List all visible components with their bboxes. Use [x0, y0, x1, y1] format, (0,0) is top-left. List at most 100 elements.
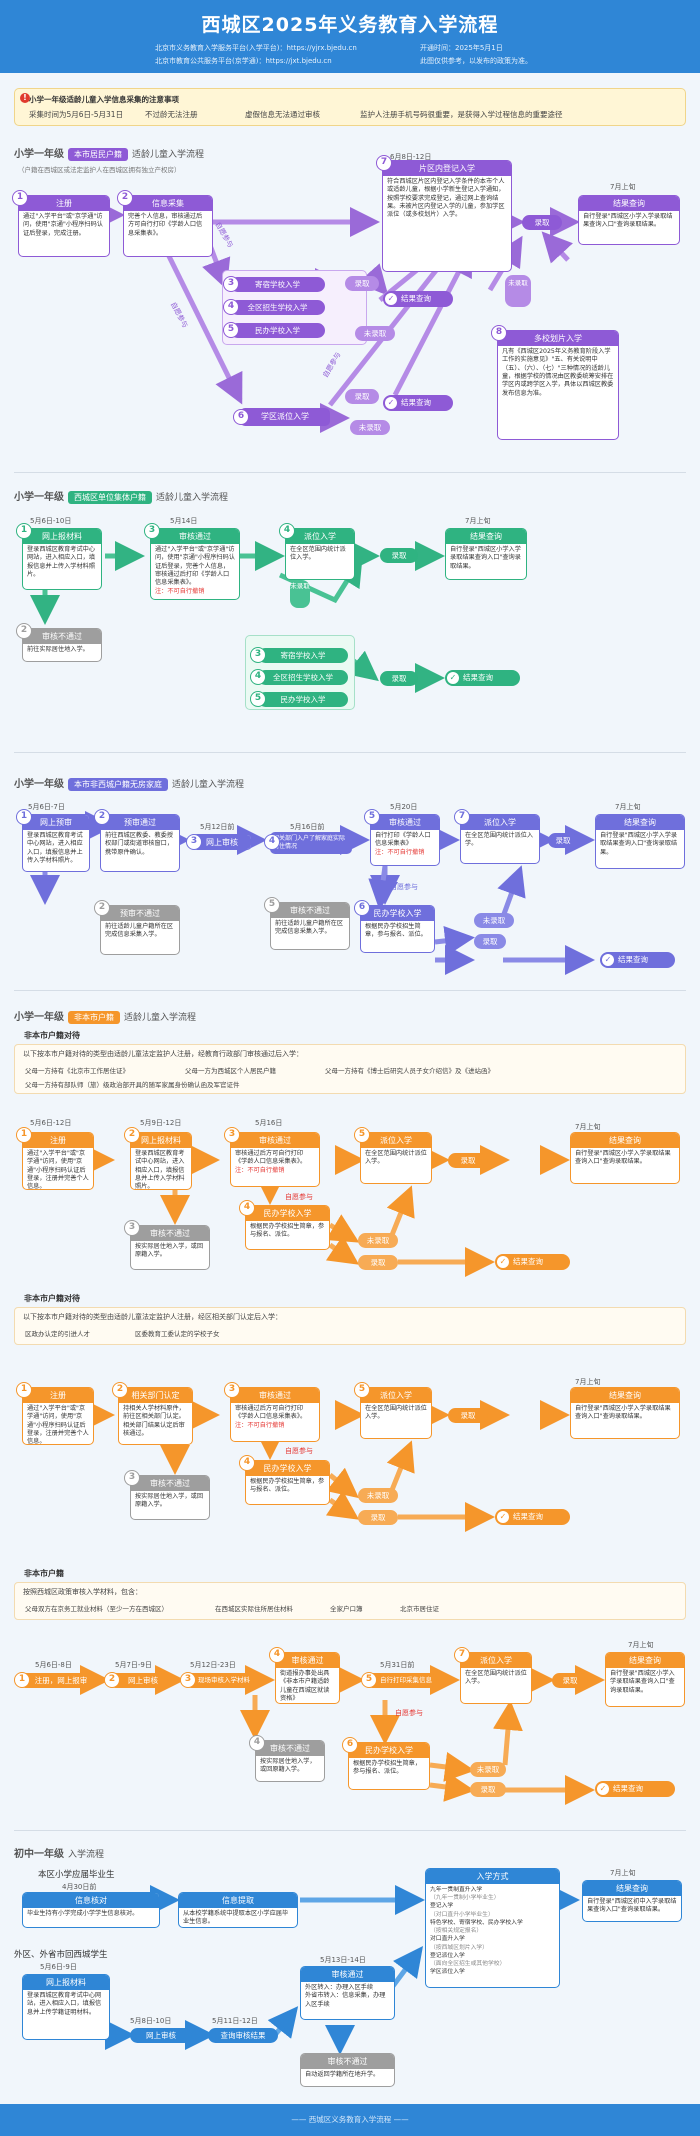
step-desc: 在全区范围内统计派位入学。 [465, 1670, 527, 1686]
result-label: 结果查询 [401, 398, 431, 407]
section-2-heading: 小学一年级西城区单位集体户籍适龄儿童入学流程 [14, 488, 228, 504]
step-title: 信息采集 [124, 196, 212, 211]
s4a-final-result[interactable]: 结果查询自行登录"西城区小学入学录取结果查询入口"查询录取结果。 [570, 1132, 680, 1184]
admitted-label: 录取 [474, 934, 506, 949]
step-title: 结果查询 [596, 815, 684, 830]
divider [14, 752, 686, 753]
section-note: （户籍在西城区或法定监护人在西城区拥有独立产权房） [18, 166, 181, 174]
step-number: 6 [342, 1737, 358, 1753]
step-number: 5 [223, 322, 239, 338]
s4c-result-query[interactable]: ✓结果查询 [595, 1781, 675, 1797]
s2-boarding-school: 寄宿学校入学 [258, 648, 348, 663]
panel-item: 父母一方持有部队师（旅）级政治部开具的随军家属身份确认函及军官证件 [25, 1081, 240, 1089]
step-title: 审核不通过 [131, 1476, 209, 1491]
section-desc: 适龄儿童入学流程 [156, 493, 229, 503]
step-number: 4 [279, 523, 295, 539]
step-number: 2 [117, 190, 133, 206]
step-number: 5 [250, 691, 266, 707]
date-label: 4月30日前 [62, 1883, 97, 1891]
warning-note: 注：不可自行撤销 [375, 848, 425, 856]
subsection-label: 本区小学应届毕业生 [38, 1870, 115, 1880]
s4a-result-query[interactable]: ✓结果查询 [495, 1254, 570, 1270]
s5-review-pass: 审核通过 外区转入：办理入区手续外省市转入：信息采集，办理入区手续 [300, 1966, 395, 2020]
s1-enroll-in-zone: 片区内登记入学符合西城区片区内登记入学条件的本市个人或适龄儿童，根据小学新生登记… [382, 160, 512, 272]
panel-item: 父母一方为西城区个人居民户籍 [185, 1067, 276, 1075]
date-label: 7月上旬 [465, 517, 491, 525]
s2-final-result[interactable]: 结果查询自行登录"西城区小学入学录取结果查询入口"查询录取结果。 [445, 528, 527, 580]
s5-final-result[interactable]: 结果查询自行登录"西城区初中入学录取结果查询入口"查询录取结果。 [582, 1880, 682, 1922]
admitted-label: 录取 [358, 1255, 398, 1270]
s3-review-fail: 审核不通过前往适龄儿童户籍所在区完成信息采集入学。 [270, 902, 350, 950]
date-label: 5月6日-7日 [28, 803, 65, 811]
notice-title: 小学一年级适龄儿童入学信息采集的注意事项 [29, 95, 179, 104]
step-title: 网上报材料 [131, 1133, 191, 1148]
panel-item: 父母双方在京务工就业材料（至少一方在西城区） [25, 1605, 168, 1613]
warning-note: 注：不可自行撤销 [235, 1166, 285, 1174]
step-title: 派位入学 [461, 815, 539, 830]
step-desc: 登录西城区教育考试中心网站，进入相应入口，填报信息并上传学籍证明材料。 [27, 1992, 102, 2016]
s1-final-result[interactable]: 结果查询自行登录"西城区小学入学录取结果查询入口"查询录取结果。 [578, 195, 680, 245]
step-title: 审核不通过 [131, 1226, 209, 1241]
not-admitted-label: 未录取 [474, 913, 514, 928]
divider [14, 472, 686, 473]
date-label: 5月16日 [255, 1119, 283, 1127]
s1-step-info: 信息采集完善个人信息，审核通过后方可自行打印《学龄人口信息采集表》。 [123, 195, 213, 257]
s5-info-check: 信息核对毕业生持有小学完成小学学生信息核对。 [22, 1892, 160, 1928]
step-desc: 前往实际居住地入学。 [27, 646, 89, 653]
section-desc: 入学流程 [68, 1850, 105, 1860]
s3-result-query[interactable]: ✓结果查询 [600, 952, 675, 968]
method-note: （面向全区招生或其他学校） [430, 1960, 506, 1967]
step-number: 4 [239, 1200, 255, 1216]
s3-review-pass: 审核通过自行打印《学龄人口信息采集表》注：不可自行撤销 [370, 814, 440, 866]
s1-result-query[interactable]: ✓结果查询 [383, 291, 453, 307]
method-item: 特色学校、寄宿学校、民办学校入学 [430, 1919, 523, 1926]
step-desc: 从本校学籍系统中提取本区小学应届毕业生信息。 [183, 1910, 289, 1926]
admitted-label: 录取 [380, 548, 418, 563]
step-title: 审核不通过 [23, 629, 101, 644]
date-label: 7月上旬 [575, 1378, 601, 1386]
s2-review-pass: 审核通过通过"入学平台"或"京学通"访问，使用"京通"小程序扫码认证后登录，完善… [150, 528, 240, 600]
method-item: 登记入学 [430, 1903, 454, 1910]
step-desc: 自行登录"西城区小学入学录取结果查询入口"查询录取结果。 [610, 1670, 675, 1694]
s4c-online-review: 网上审核 [108, 1673, 168, 1688]
grade-label: 小学一年级 [14, 149, 64, 160]
date-label: 5月20日 [390, 803, 418, 811]
step-title: 预审通过 [101, 815, 179, 830]
step-desc: 按实际居住地入学，或回原籍入学。 [135, 1493, 204, 1509]
step-title: 网上审核 [193, 835, 251, 849]
step-desc: 审核通过后方可自行打印《学龄人口信息采集表》。 [235, 1150, 307, 1166]
step-desc: 毕业生持有小学完成小学学生信息核对。 [27, 1910, 139, 1917]
step-desc: 登录西城区教育考试中心网站，进入相应入口，填报信息并上传入学材料照片。 [27, 832, 83, 865]
s3-final-result[interactable]: 结果查询自行登录"西城区小学入学录取结果查询入口"查询录取结果。 [595, 814, 685, 869]
s5-online-material: 网上报材料登录西城区教育考试中心网站，进入相应入口，填报信息并上传学籍证明材料。 [22, 1974, 110, 2040]
s4b-final-result[interactable]: 结果查询自行登录"西城区小学入学录取结果查询入口"查询录取结果。 [570, 1387, 680, 1439]
s1-district-school: 全区招生学校入学 [230, 300, 325, 315]
s4c-final-result[interactable]: 结果查询自行登录"西城区小学入学录取结果查询入口"查询录取结果。 [605, 1652, 685, 1707]
s1-step-register: 注册通过"入学平台"或"京学通"访问，使用"京通"小程序扫码认证后登录，完成注册… [18, 195, 110, 257]
section-4-heading: 小学一年级非本市户籍适龄儿童入学流程 [14, 1008, 196, 1024]
step-title: 民办学校入学 [246, 1206, 329, 1221]
date-label: 5月7日-9日 [115, 1661, 152, 1669]
date-label: 5月11日-12日 [212, 2017, 258, 2025]
not-admitted-label: 未录取 [290, 580, 310, 608]
s4b-result-query[interactable]: ✓结果查询 [495, 1509, 570, 1525]
date-label: 5月6日-8日 [35, 1661, 72, 1669]
step-desc: 按实际居住地入学，或回原籍入学。 [135, 1243, 204, 1259]
step-desc: 根据民办学校招生简章，参与报名、派位。 [353, 1760, 422, 1776]
step-title: 审核通过 [151, 529, 239, 544]
s4a-review-pass: 审核通过审核通过后方可自行打印《学龄人口信息采集表》。注：不可自行撤销 [230, 1132, 320, 1187]
step-number: 5 [264, 897, 280, 913]
step-title: 注册 [19, 196, 109, 211]
platform-1: 北京市义务教育入学服务平台(入学平台)：https://yjrx.bjedu.c… [155, 44, 357, 52]
result-label: 结果查询 [463, 673, 493, 682]
panel-item: 父母一方持有《博士后研究人员子女介绍信》及《进站函》 [325, 1067, 494, 1075]
s1-lottery: 学区派位入学 [240, 408, 330, 426]
step-number: 3 [124, 1220, 140, 1236]
s3-lottery: 派位入学在全区范围内统计派位入学。 [460, 814, 540, 864]
date-label: 7月上旬 [610, 183, 636, 191]
s2-result-query[interactable]: ✓结果查询 [445, 670, 520, 686]
s1-result-query-2[interactable]: ✓结果查询 [383, 395, 453, 411]
notice-item: 监护人注册手机号码很重要，是获得入学过程信息的重要途径 [360, 110, 563, 119]
step-desc: 前往西城区教委、教委授权部门或街道审核窗口，携带原件确认。 [105, 832, 174, 856]
date-label: 5月6日-12日 [30, 1119, 72, 1127]
